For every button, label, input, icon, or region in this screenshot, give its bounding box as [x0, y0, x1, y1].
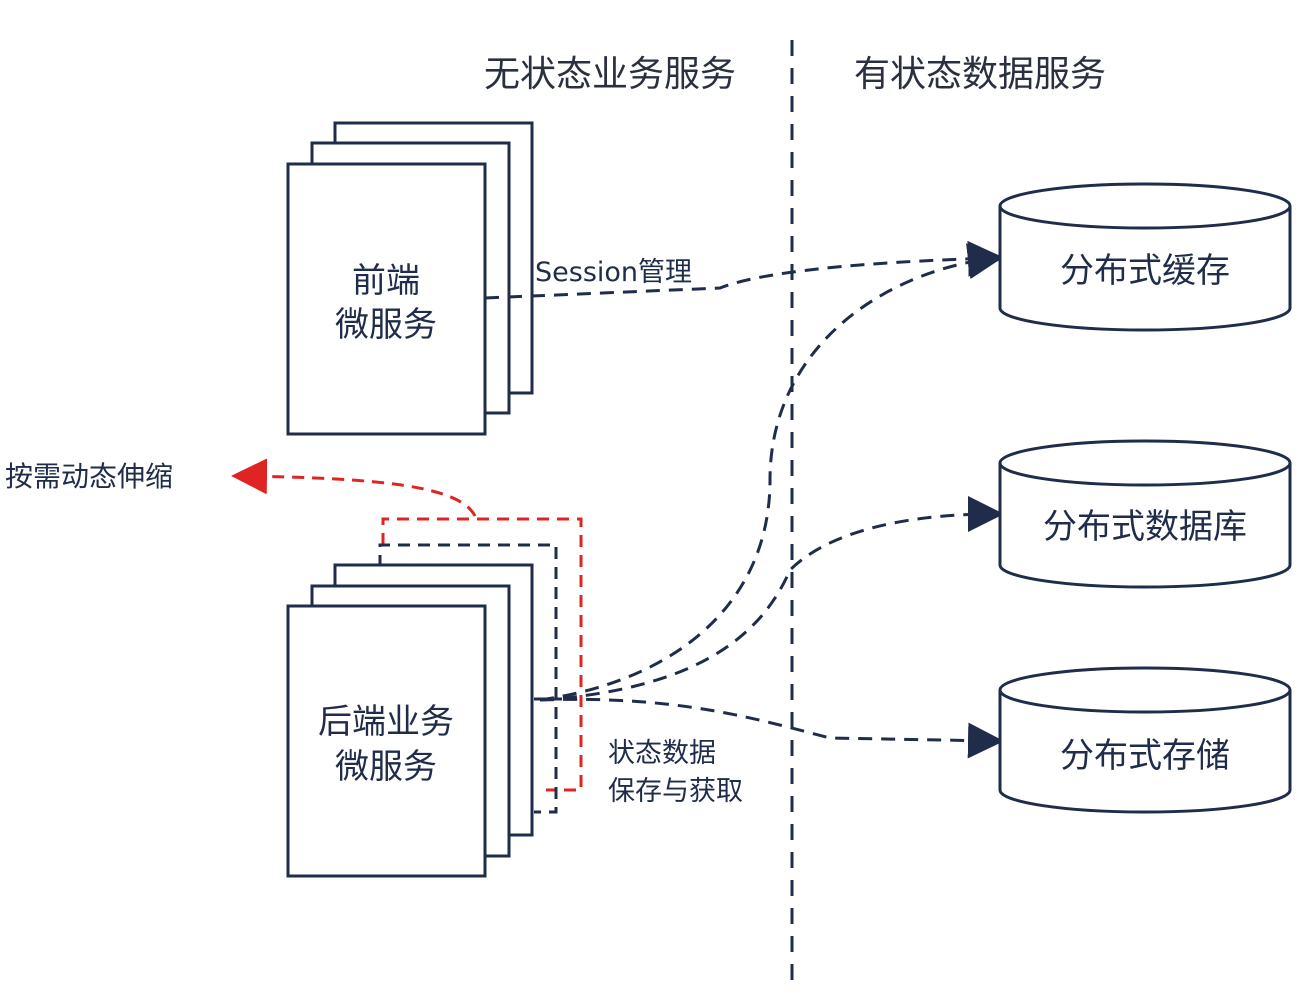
- session-arrow: [484, 240, 1004, 300]
- backend-box-front: [286, 604, 487, 878]
- state-data-label-line1: 状态数据: [608, 738, 716, 769]
- state-data-label-line2: 保存与获取: [608, 776, 743, 807]
- header-stateless: 无状态业务服务: [484, 54, 736, 95]
- backend-to-storage-arrow: [539, 697, 1004, 759]
- scale-arrow: [231, 458, 477, 517]
- backend-label-line1: 后端业务: [318, 702, 454, 742]
- frontend-box-front: [286, 162, 487, 436]
- frontend-service-stack: 前端 微服务: [286, 121, 534, 436]
- session-label: Session管理: [535, 257, 692, 288]
- distributed-storage-label: 分布式存储: [1060, 736, 1230, 776]
- header-stateful: 有状态数据服务: [854, 54, 1106, 95]
- backend-to-cache-arrow: [539, 243, 1004, 702]
- distributed-database-label: 分布式数据库: [1043, 507, 1247, 547]
- frontend-label-line1: 前端: [352, 261, 420, 301]
- distributed-database-cylinder: 分布式数据库: [998, 439, 1292, 589]
- backend-service-stack: 后端业务 微服务: [286, 563, 534, 878]
- scaled-instance-red-outline: [381, 517, 583, 792]
- distributed-cache-cylinder: 分布式缓存: [998, 182, 1292, 332]
- backend-label-line2: 微服务: [335, 747, 437, 787]
- backend-to-database-arrow: [539, 496, 1004, 702]
- scale-label: 按需动态伸缩: [5, 460, 173, 493]
- distributed-storage-cylinder: 分布式存储: [998, 666, 1292, 814]
- frontend-label-line2: 微服务: [335, 305, 437, 345]
- distributed-cache-label: 分布式缓存: [1060, 251, 1230, 291]
